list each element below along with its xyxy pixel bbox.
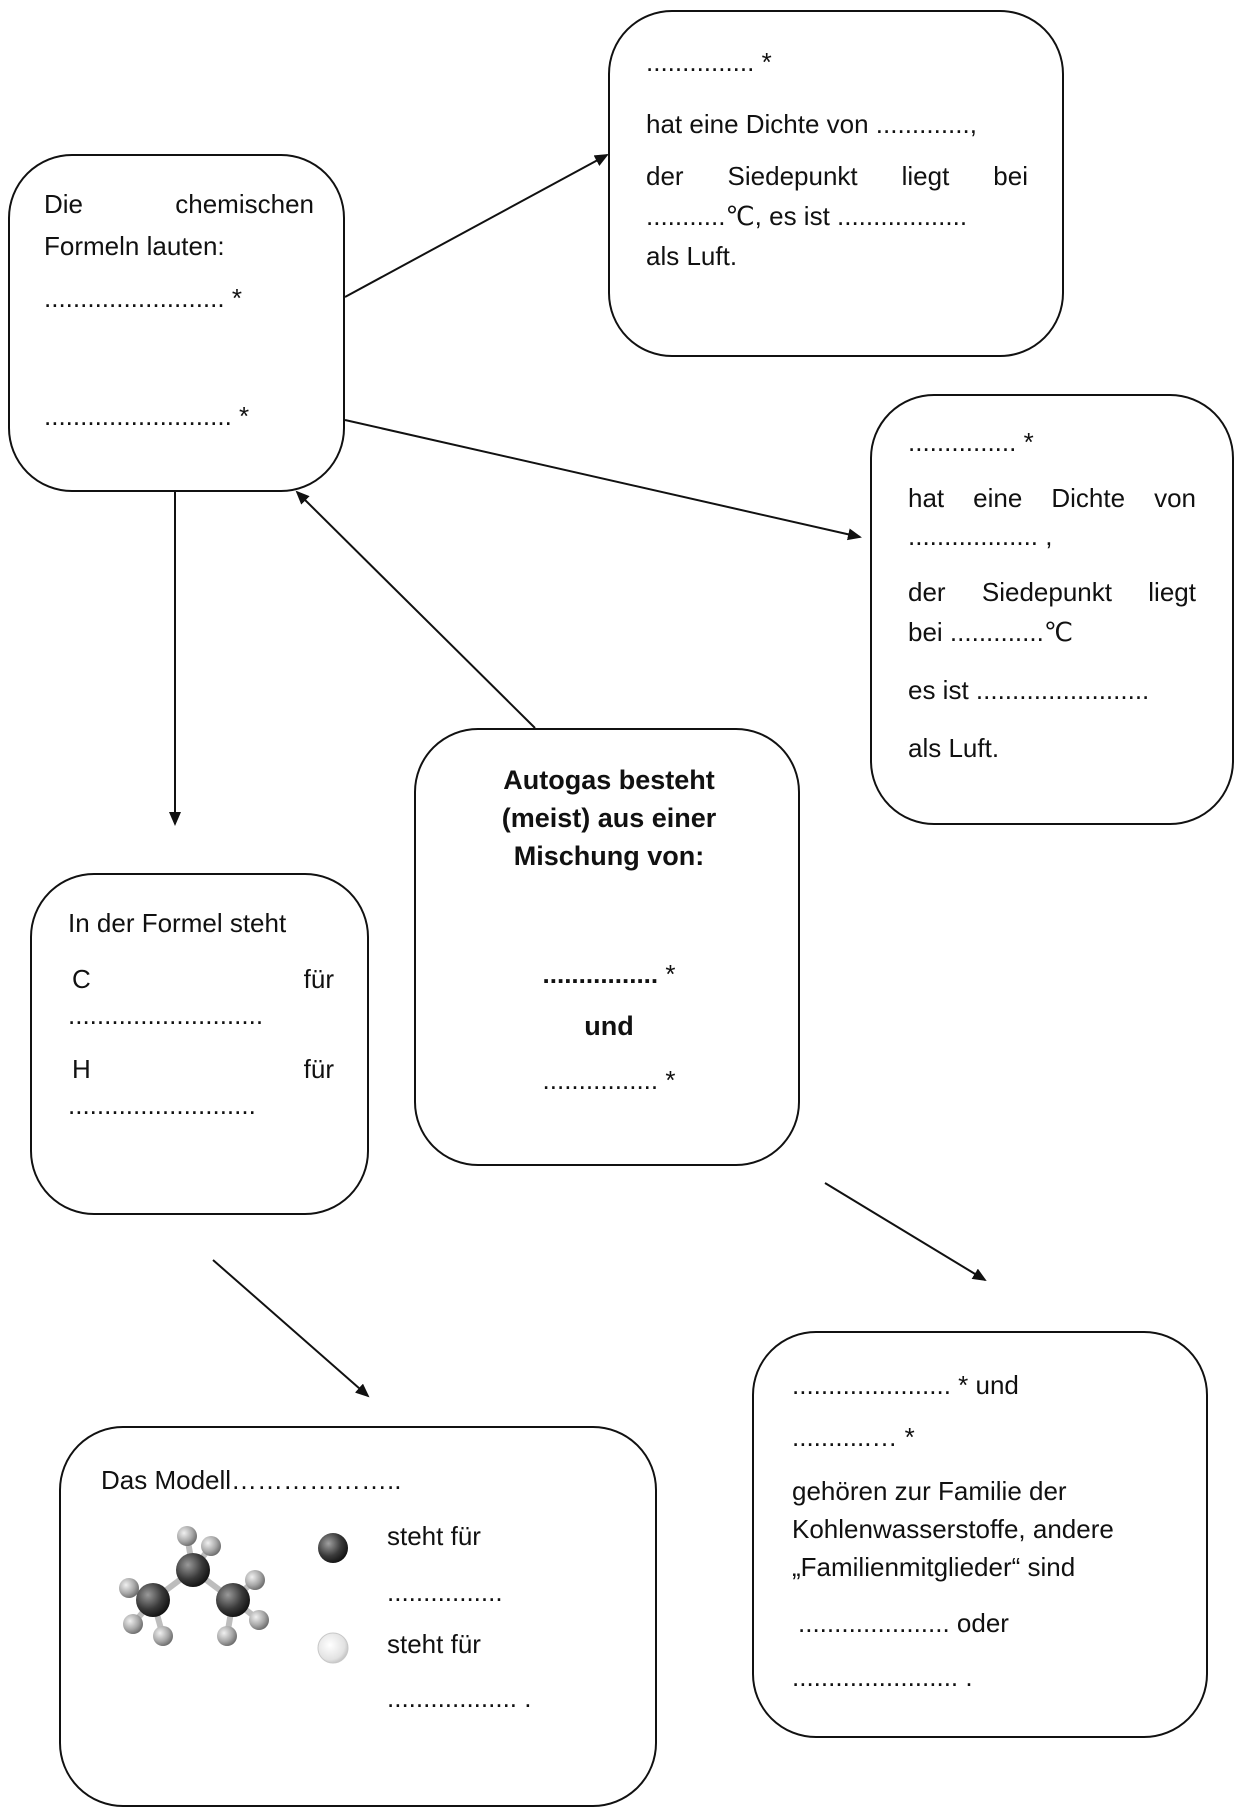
right-gas-boil-line2: bei .............℃ [908, 617, 1074, 647]
family-line-1: ...................... * und [792, 1370, 1019, 1400]
formulas-box: Die chemischen Formeln lauten: .........… [8, 154, 345, 492]
formel-h-fuer: für [303, 1054, 334, 1084]
autogas-star-1: * [665, 959, 676, 989]
formel-c-blank: ........................... [68, 1000, 264, 1030]
gas-properties-box-right: ............... * hat eine Dichte von ..… [870, 394, 1234, 825]
autogas-und: und [584, 1011, 634, 1041]
top-gas-density: hat eine Dichte von ............., [646, 109, 977, 139]
formulas-text-die: Die [44, 189, 84, 219]
family-line-3: gehören zur Familie der [792, 1476, 1067, 1506]
autogas-center-box: Autogas besteht (meist) aus einer Mischu… [414, 728, 800, 1166]
formulas-text-chemischen: chemischen [175, 189, 314, 219]
autogas-blank-2: ................ * [542, 1065, 676, 1095]
right-gas-density-word-1: hat [908, 483, 945, 513]
light-atom-blank: .................. . [387, 1683, 532, 1713]
formel-c-symbol: C [72, 964, 91, 994]
gas-properties-box-top: ............... * hat eine Dichte von ..… [608, 10, 1064, 357]
formula-blank-2: .......................... * [44, 401, 250, 431]
autogas-title-line-1: Autogas besteht [503, 765, 715, 795]
top-gas-boil-word-4: bei [993, 161, 1028, 191]
formel-h-blank: .......................... [68, 1090, 256, 1120]
right-gas-boil-word-1: der [908, 577, 946, 607]
right-gas-air: als Luft. [908, 733, 1000, 763]
top-gas-boil-line2: ...........℃, es ist .................. [646, 201, 968, 231]
family-box: ...................... * und ...........… [752, 1331, 1208, 1738]
autogas-title-line-3: Mischung von: [513, 841, 705, 871]
arrow-formel-to-modell [212, 1259, 370, 1398]
formel-box: In der Formel steht C für ..............… [30, 873, 369, 1215]
family-line-4: Kohlenwasserstoffe, andere [792, 1514, 1114, 1544]
right-gas-density-word-3: Dichte [1051, 483, 1126, 513]
formula-blank-1: ......................... * [44, 283, 242, 313]
autogas-blank-1: ................ [542, 959, 659, 989]
formel-c-fuer: für [303, 964, 334, 994]
modell-box: Das Modell……………….. [59, 1426, 657, 1807]
family-line-2: ...........… * [792, 1422, 915, 1452]
right-gas-boil-word-3: liegt [1148, 577, 1196, 607]
top-gas-boil-word-1: der [646, 161, 684, 191]
arrow-formulas-to-top-right [344, 154, 609, 298]
right-gas-es-ist: es ist ........................ [908, 675, 1150, 705]
light-atom-label: steht für [387, 1629, 481, 1659]
top-gas-air: als Luft. [646, 241, 738, 271]
arrow-center-to-family [824, 1182, 987, 1282]
formel-h-symbol: H [72, 1054, 91, 1084]
top-gas-blank: ............... * [646, 47, 772, 77]
right-gas-boil-word-2: Siedepunkt [981, 577, 1112, 607]
top-gas-boil-word-3: liegt [901, 161, 950, 191]
arrow-formulas-to-right [344, 419, 862, 541]
family-line-7: ....................... . [792, 1662, 973, 1692]
right-gas-density-word-2: eine [973, 483, 1023, 513]
right-gas-blank: ............... * [908, 427, 1034, 457]
modell-title: Das Modell……………….. [101, 1465, 402, 1495]
formel-title: In der Formel steht [68, 908, 287, 938]
family-line-6: ..................... oder [798, 1608, 1009, 1638]
arrow-center-to-formulas [295, 490, 536, 729]
top-gas-boil-word-2: Siedepunkt [727, 161, 858, 191]
autogas-title-line-2: (meist) aus einer [501, 803, 717, 833]
right-gas-density-line2: .................. , [908, 521, 1053, 551]
carbon-atom-icon [318, 1533, 348, 1563]
dark-atom-blank: ................ [387, 1577, 503, 1607]
dark-atom-label: steht für [387, 1521, 481, 1551]
formulas-text-line2: Formeln lauten: [44, 231, 225, 261]
propane-molecule-model [119, 1526, 269, 1646]
hydrogen-atom-icon [317, 1632, 349, 1664]
right-gas-density-word-4: von [1154, 483, 1196, 513]
family-line-5: „Familienmitglieder“ sind [792, 1552, 1076, 1582]
